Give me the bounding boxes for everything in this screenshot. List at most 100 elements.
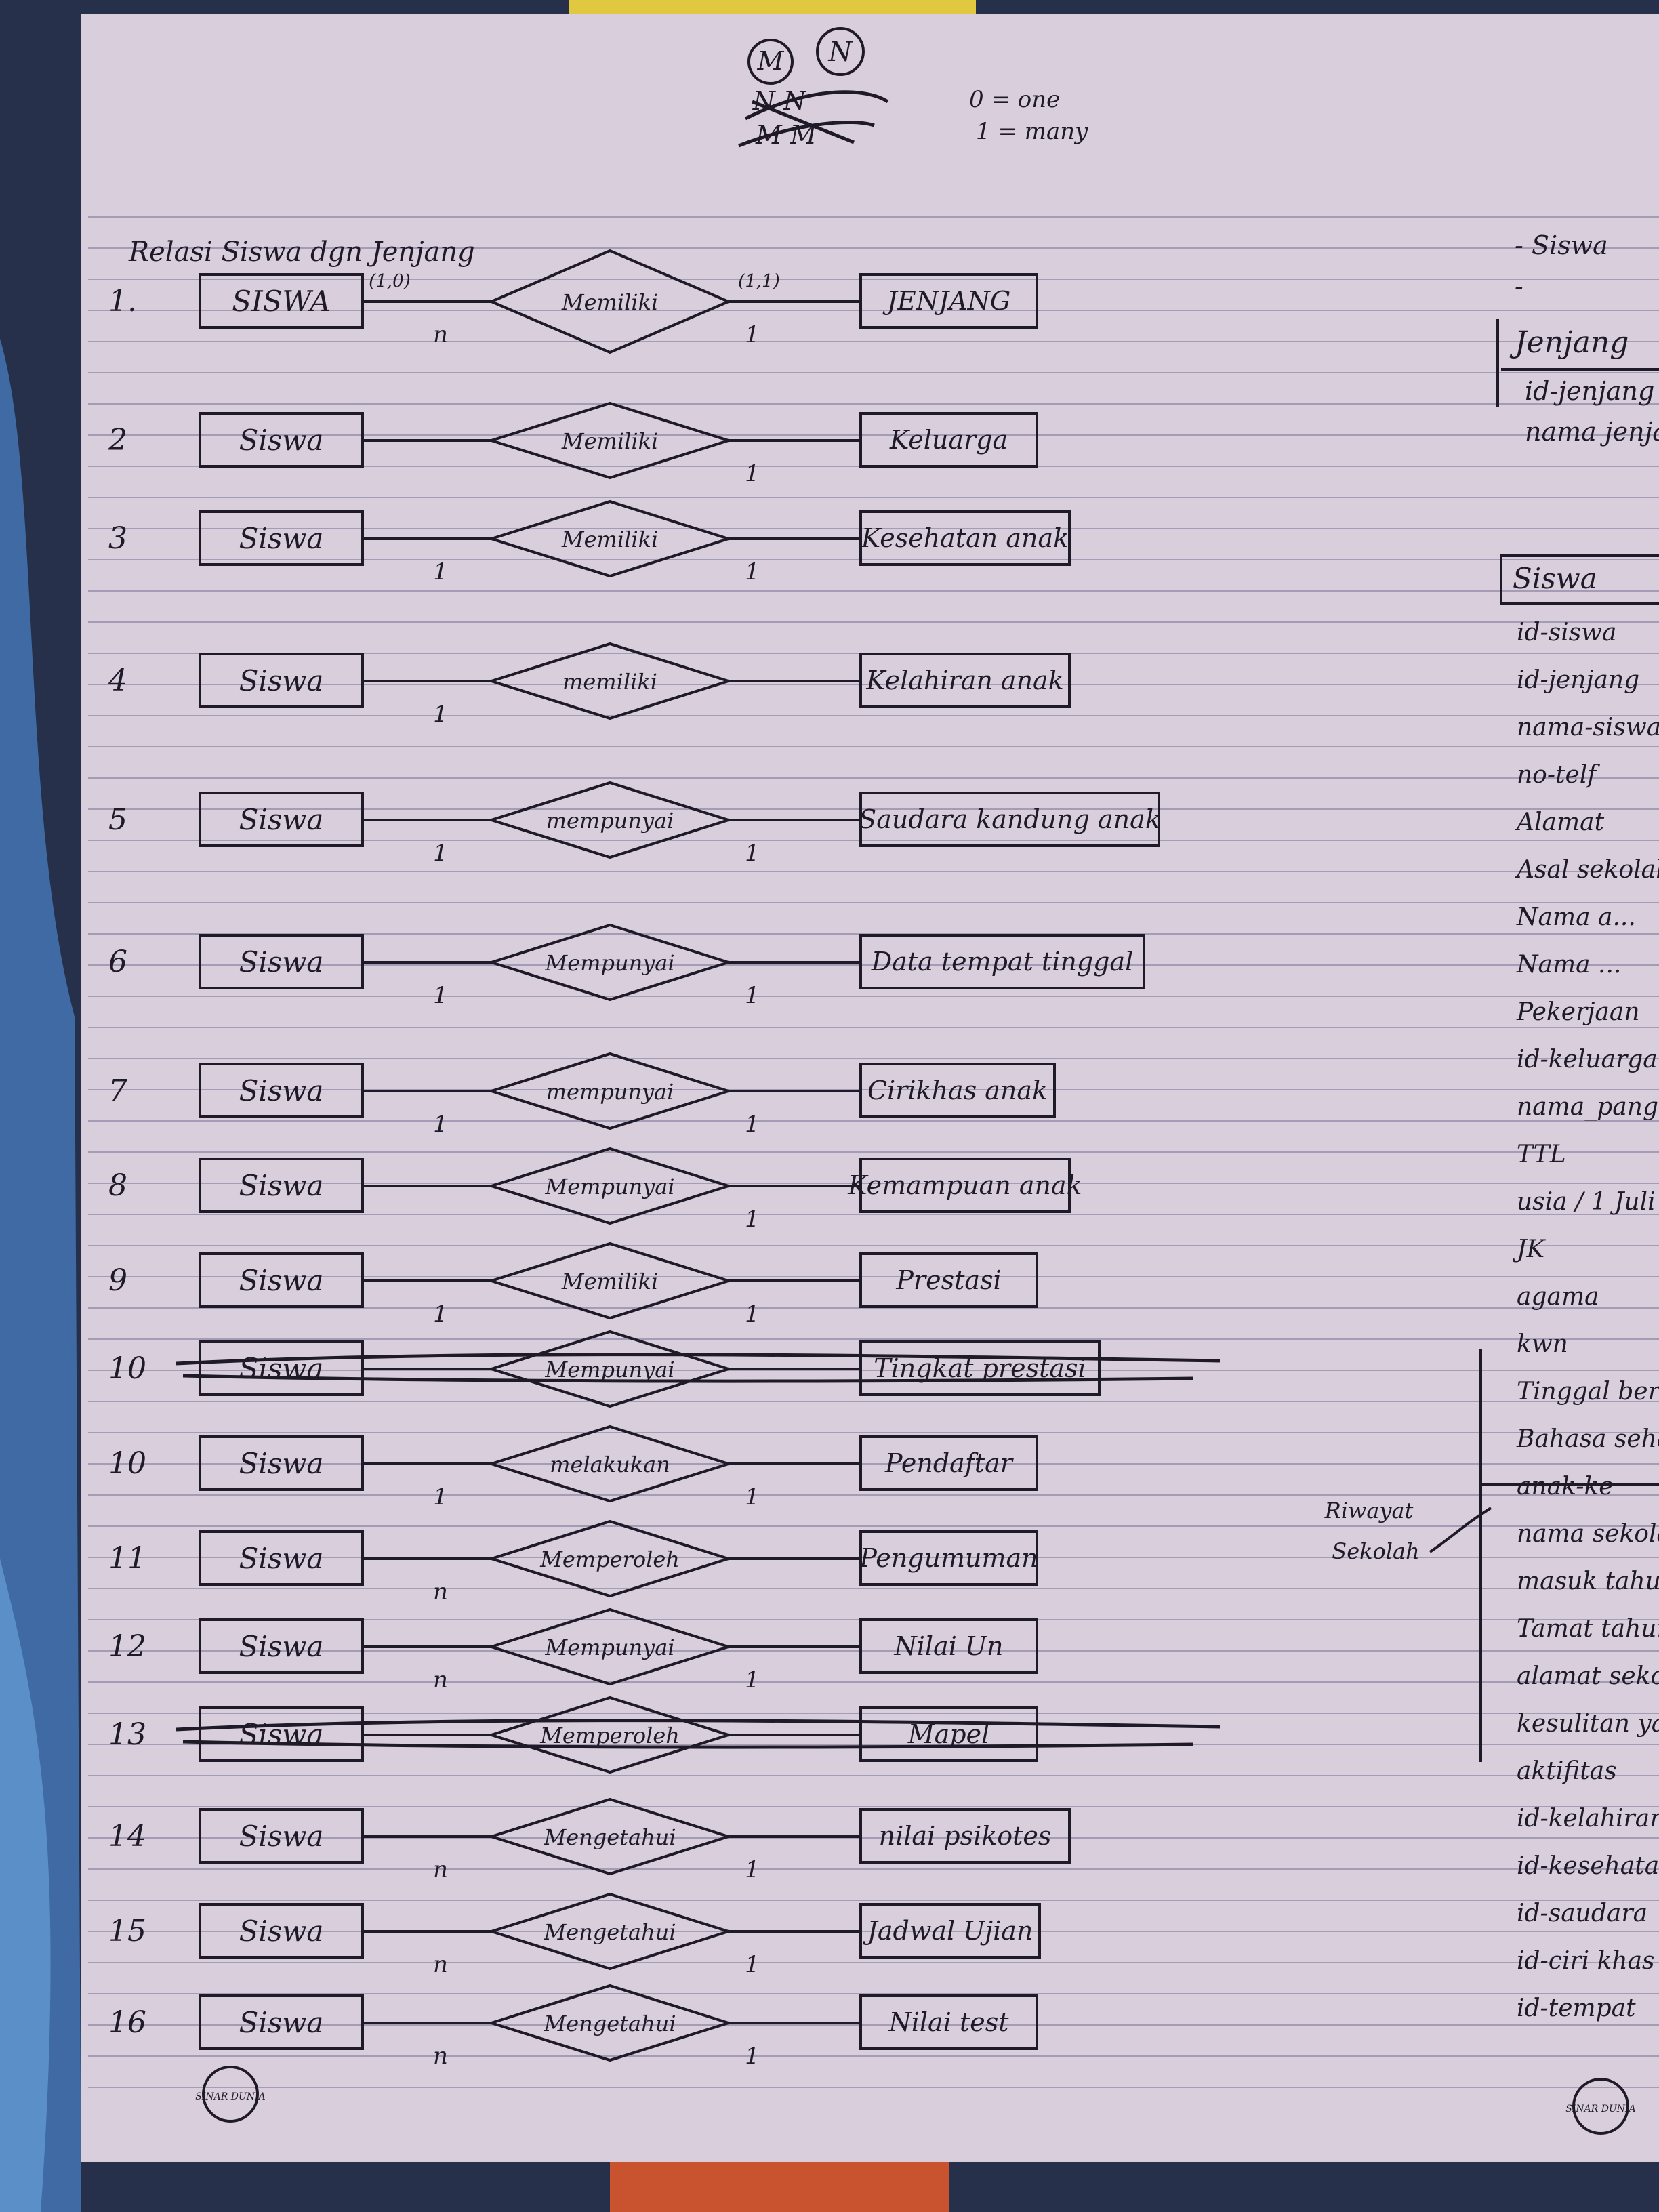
entity-label: Siswa [239, 424, 324, 457]
cardinality-left: n [433, 1578, 448, 1605]
relation-label: Mengetahui [543, 1919, 676, 1945]
cardinality-right: 1 [745, 460, 760, 487]
relation-number: 2 [108, 423, 127, 457]
circle-m [747, 39, 794, 85]
target-entity-box [859, 1706, 1038, 1762]
riwayat-note: Riwayat [1324, 1498, 1414, 1523]
siswa-field: Pekerjaan [1516, 998, 1640, 1026]
target-entity-box [859, 934, 1145, 989]
entity-label: Siswa [239, 803, 324, 836]
relation-label: Mempunyai [544, 1357, 674, 1382]
cardinality-left: 1 [433, 840, 448, 867]
target-entity-box [859, 1618, 1038, 1674]
cardinality-left: 1 [433, 701, 448, 728]
entity-label: Siswa [239, 1074, 324, 1107]
sidebar-note: - [1515, 271, 1523, 301]
cardinality-left: 1 [433, 1483, 448, 1511]
siswa-field: Asal sekolah [1515, 856, 1659, 884]
cardinality-right: 1 [745, 1300, 760, 1328]
siswa-field: id-jenjang [1517, 666, 1639, 694]
target-entity-box [859, 1252, 1038, 1308]
relation-number: 1. [108, 284, 137, 319]
target-entity-box [859, 412, 1038, 468]
jenjang-field: id-jenjang [1525, 376, 1654, 406]
jenjang-field: nama jenjang [1525, 417, 1659, 447]
siswa-field: JK [1512, 1235, 1546, 1263]
target-entity-label: Kesehatan anak [861, 523, 1069, 553]
target-entity-label: Nilai test [888, 2007, 1010, 2037]
relation-number: 10 [108, 1446, 146, 1481]
cardinality-left: 1 [433, 1300, 448, 1328]
sidebar-note: - Siswa [1515, 230, 1608, 260]
relation-number: 10 [108, 1351, 146, 1386]
strike-through [176, 1353, 1221, 1383]
siswa-field: Tamat tahun [1517, 1615, 1659, 1643]
relation-label: mempunyai [546, 808, 674, 834]
siswa-field: nama sekolah [1517, 1520, 1659, 1548]
cardinality-note-right: (1,1) [738, 271, 780, 291]
siswa-field: nama-siswa [1517, 714, 1659, 741]
target-entity-label: Jadwal Ujian [863, 1916, 1033, 1946]
relation-label: Memiliki [561, 1269, 658, 1294]
target-entity-box [859, 510, 1071, 566]
target-entity-label: Data tempat tinggal [871, 947, 1134, 977]
cardinality-left: n [433, 321, 448, 348]
relation-label: Mengetahui [543, 2011, 676, 2036]
target-entity-label: Keluarga [889, 425, 1008, 455]
siswa-field: id-keluarga [1517, 1046, 1658, 1073]
legend-many: 1 = many [976, 118, 1088, 145]
cardinality-left: 1 [433, 982, 448, 1009]
target-entity-box [859, 1903, 1041, 1959]
entity-label: Siswa [239, 1169, 324, 1202]
target-entity-label: Prestasi [895, 1265, 1001, 1295]
circle-m-label: M [757, 46, 785, 76]
siswa-field: kesulitan yang [1517, 1710, 1659, 1738]
relation-number: 6 [108, 945, 127, 979]
relation-2: 2 Siswa Memiliki Keluarga 1 [108, 401, 1038, 487]
relation-label: Memiliki [561, 527, 658, 552]
target-entity-label: Pengumuman [859, 1543, 1038, 1573]
cardinality-right: 1 [745, 558, 760, 586]
relation-number: 5 [108, 802, 127, 837]
target-entity-label: Cirikhas anak [867, 1076, 1048, 1105]
target-entity-box [859, 1340, 1101, 1396]
circle-n [816, 27, 865, 76]
cardinality-left: n [433, 1856, 448, 1883]
relation-label: Memiliki [561, 289, 658, 315]
siswa-field: id-ciri khas [1517, 1947, 1655, 1975]
cardinality-left: 1 [433, 1111, 448, 1138]
relation-label: Mempunyai [544, 1635, 674, 1660]
target-entity-label: JENJANG [882, 286, 1011, 316]
diagram-title: Relasi Siswa dgn Jenjang [128, 237, 475, 268]
relation-number: 9 [108, 1263, 127, 1298]
relation-number: 11 [108, 1541, 146, 1576]
relation-label: Memperoleh [539, 1723, 680, 1748]
siswa-field: id-saudara [1517, 1900, 1647, 1927]
relation-label: mempunyai [546, 1079, 674, 1105]
cardinality-right: 1 [745, 1666, 760, 1694]
entity-label: Siswa [239, 945, 324, 979]
target-entity-box [859, 653, 1071, 708]
cardinality-right: 1 [745, 840, 760, 867]
entity-label: Siswa [239, 2006, 324, 2039]
legend-one: 0 = one [969, 86, 1060, 113]
siswa-field: masuk tahun [1517, 1568, 1659, 1595]
relation-number: 16 [108, 2005, 146, 2040]
relation-number: 15 [108, 1914, 146, 1948]
siswa-field: Nama ... [1516, 951, 1621, 979]
relation-number: 13 [108, 1717, 146, 1752]
target-entity-box [859, 1994, 1038, 2050]
relation-number: 12 [108, 1629, 146, 1664]
relation-label: Memiliki [561, 428, 658, 454]
siswa-field: TTL [1517, 1141, 1566, 1168]
cardinality-left: n [433, 2043, 448, 2070]
cardinality-right: 1 [745, 1856, 760, 1883]
